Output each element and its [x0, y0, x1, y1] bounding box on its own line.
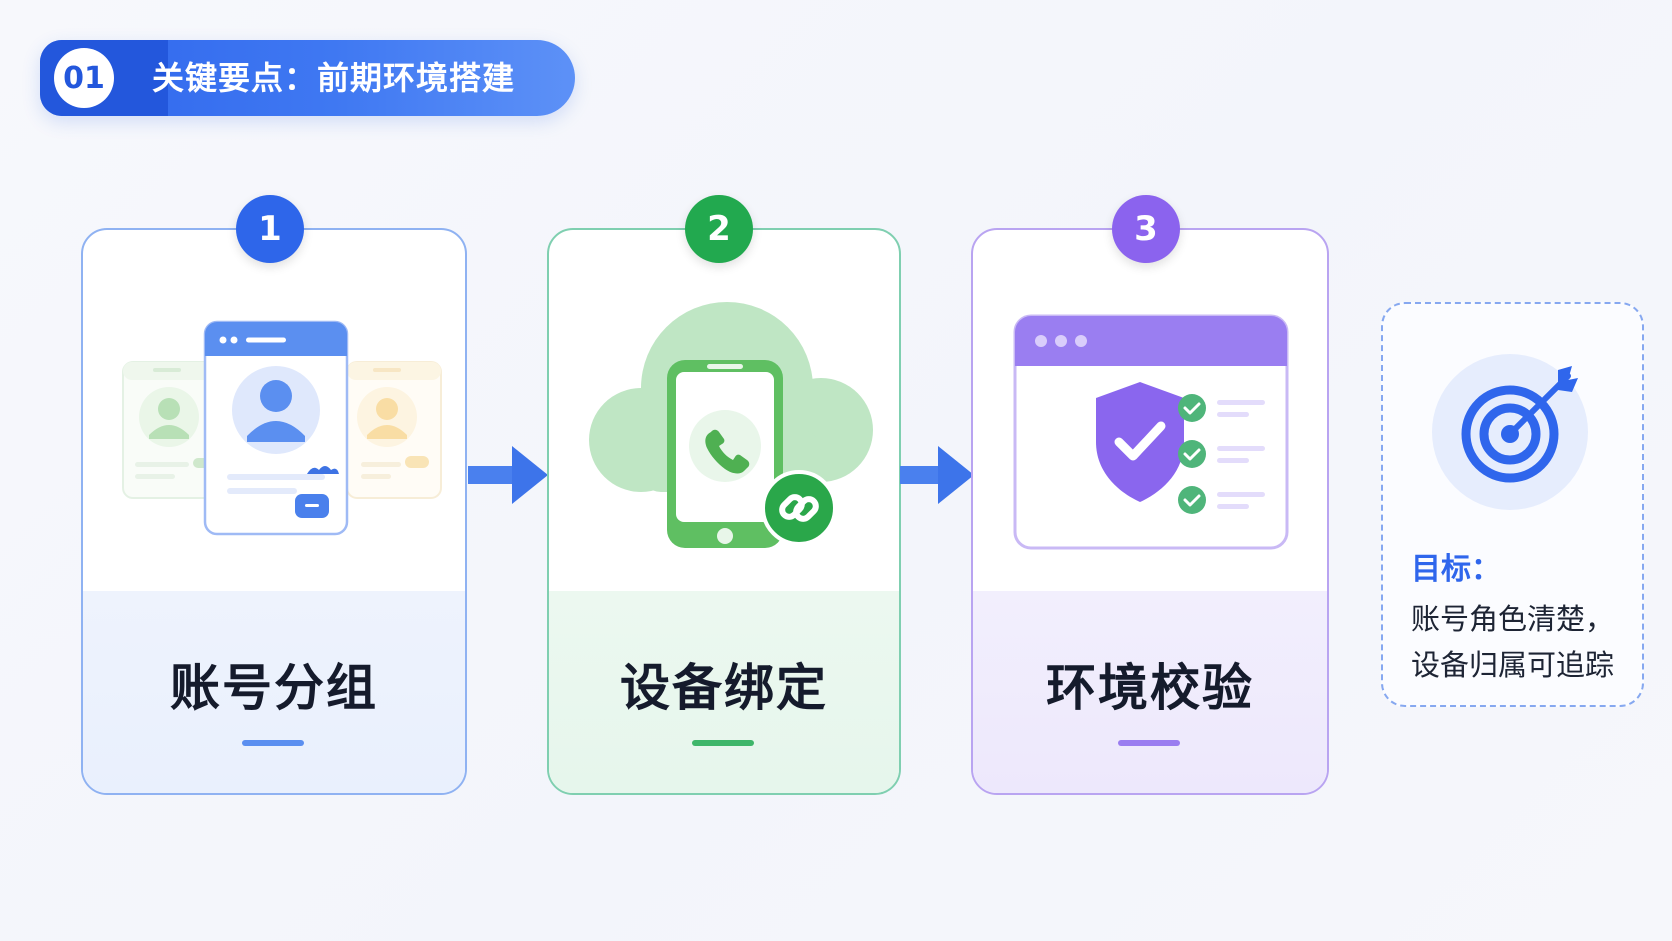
arrow-right-icon — [468, 446, 548, 504]
account-profile-cards-icon — [122, 320, 442, 536]
step-underline — [1118, 740, 1180, 746]
cloud-phone-link-icon — [589, 302, 873, 548]
step-number-badge: 1 — [236, 195, 304, 263]
goal-line: 设备归属可追踪 — [1411, 648, 1615, 682]
shield-checklist-window-icon — [1013, 314, 1289, 550]
goal-heading: 目标： — [1411, 552, 1501, 587]
step-label: 账号分组 — [170, 659, 378, 717]
step-number-badge: 3 — [1112, 195, 1180, 263]
step-label: 设备绑定 — [620, 659, 828, 717]
step-card-footer — [83, 591, 465, 793]
step-card-footer — [973, 591, 1327, 793]
step-label: 环境校验 — [1046, 659, 1254, 717]
step-card-footer — [549, 591, 899, 793]
arrow-right-icon — [900, 446, 974, 504]
step-card-account-grouping: 账号分组 — [81, 228, 467, 795]
step-card-device-binding: 设备绑定 — [547, 228, 901, 795]
section-number-badge: 01 — [54, 48, 114, 108]
target-arrow-icon — [1432, 354, 1588, 510]
goal-line: 账号角色清楚， — [1411, 602, 1615, 636]
section-title: 关键要点：前期环境搭建 — [152, 59, 516, 97]
goal-box: 目标： 账号角色清楚， 设备归属可追踪 — [1381, 302, 1644, 707]
step-card-environment-check: 环境校验 — [971, 228, 1329, 795]
step-underline — [242, 740, 304, 746]
step-number-badge: 2 — [685, 195, 753, 263]
step-underline — [692, 740, 754, 746]
